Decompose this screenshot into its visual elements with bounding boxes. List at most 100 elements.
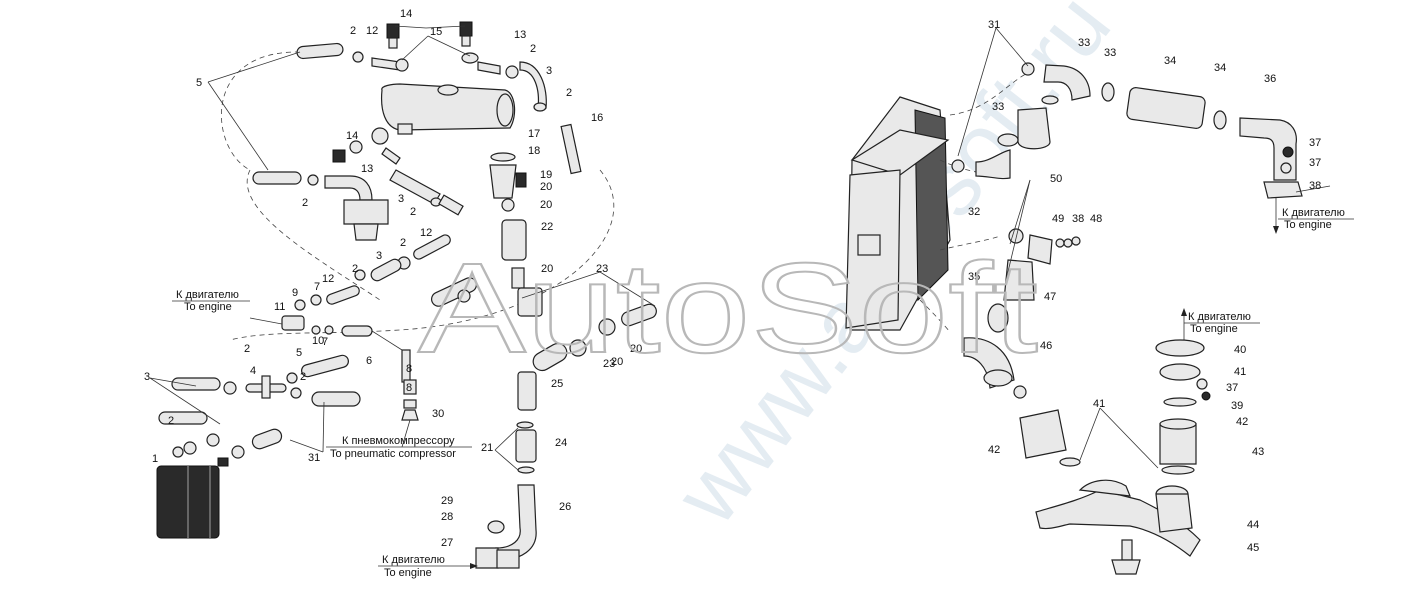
destination-en: To engine xyxy=(1190,323,1238,335)
callout-number: 48 xyxy=(1090,213,1102,225)
watermark-text: AutoSoft xyxy=(418,237,1038,380)
callout-number: 25 xyxy=(551,378,563,390)
callout-number: 46 xyxy=(1040,340,1052,352)
destination-label: К пневмокомпрессору To pneumatic compres… xyxy=(326,419,472,460)
callout-number: 3 xyxy=(376,250,382,262)
callout-number: 7 xyxy=(314,281,320,293)
callout-number: 3 xyxy=(144,371,150,383)
callout-number: 32 xyxy=(968,206,980,218)
callout-number: 35 xyxy=(968,271,980,283)
destination-label: К двигателю To engine xyxy=(172,289,283,325)
callout-number: 34 xyxy=(1164,55,1176,67)
callout-number: 33 xyxy=(1104,47,1116,59)
callout-number: 12 xyxy=(420,227,432,239)
callout-number: 12 xyxy=(322,273,334,285)
callout-number: 13 xyxy=(361,163,373,175)
callout-number: 11 xyxy=(274,301,285,313)
callout-number: 31 xyxy=(988,19,1000,31)
callout-number: 9 xyxy=(292,287,298,299)
callout-number: 36 xyxy=(1264,73,1276,85)
callout-number: 42 xyxy=(1236,416,1248,428)
callout-number: 37 xyxy=(1309,157,1321,169)
callout-number: 38 xyxy=(1072,213,1084,225)
callout-number: 3 xyxy=(546,65,552,77)
callout-number: 40 xyxy=(1234,344,1246,356)
destination-ru: К пневмокомпрессору xyxy=(342,435,455,447)
destination-en: To engine xyxy=(384,567,432,579)
right-assembly xyxy=(845,62,1303,575)
callout-number: 23 xyxy=(596,263,608,275)
callout-number: 41 xyxy=(1234,366,1246,378)
callout-number: 33 xyxy=(1078,37,1090,49)
destination-label: К двигателю To engine xyxy=(1184,311,1260,335)
callout-number: 20 xyxy=(540,199,552,211)
callout-number: 41 xyxy=(1093,398,1105,410)
callout-number: 2 xyxy=(300,371,306,383)
callout-number: 2 xyxy=(410,206,416,218)
callout-number: 29 xyxy=(441,495,453,507)
callout-number: 2 xyxy=(244,343,250,355)
callout-number: 23 xyxy=(603,358,615,370)
callout-number: 38 xyxy=(1309,180,1321,192)
callout-number: 2 xyxy=(352,263,358,275)
callout-number: 2 xyxy=(350,25,356,37)
callout-number: 26 xyxy=(559,501,571,513)
callout-number: 30 xyxy=(432,408,444,420)
leader-lines xyxy=(149,25,1331,471)
destination-label: К двигателю To engine xyxy=(378,554,478,579)
callout-number: 16 xyxy=(591,112,603,124)
destination-en: To pneumatic compressor xyxy=(330,448,456,460)
destination-ru: К двигателю xyxy=(1188,311,1251,323)
destination-ru: К двигателю xyxy=(1282,207,1345,219)
callout-number: 22 xyxy=(541,221,553,233)
left-assembly xyxy=(156,21,657,569)
callout-number: 5 xyxy=(196,77,202,89)
callout-number: 37 xyxy=(1309,137,1321,149)
callout-number: 42 xyxy=(988,444,1000,456)
callout-number: 6 xyxy=(366,355,372,367)
callout-number: 8 xyxy=(406,363,412,375)
destination-label: К двигателю To engine xyxy=(1278,207,1354,231)
callout-number: 1 xyxy=(152,453,158,465)
callout-number: 19 xyxy=(540,169,552,181)
destination-en: To engine xyxy=(184,301,232,313)
callout-number: 15 xyxy=(430,26,442,38)
callout-number: 43 xyxy=(1252,446,1264,458)
callout-number: 33 xyxy=(992,101,1004,113)
callout-number: 20 xyxy=(540,181,552,193)
callout-number: 39 xyxy=(1231,400,1243,412)
callout-number: 2 xyxy=(566,87,572,99)
callout-number: 17 xyxy=(528,128,540,140)
callout-number: 14 xyxy=(346,130,358,142)
destination-en: To engine xyxy=(1284,219,1332,231)
callout-number: 4 xyxy=(250,365,256,377)
callout-number: 10 xyxy=(312,335,324,347)
callout-number: 21 xyxy=(481,442,493,454)
callout-number: 45 xyxy=(1247,542,1259,554)
callout-number: 28 xyxy=(441,511,453,523)
callout-number: 3 xyxy=(398,193,404,205)
destination-ru: К двигателю xyxy=(176,289,239,301)
callout-number: 13 xyxy=(514,29,526,41)
callout-number: 8 xyxy=(406,382,412,394)
callout-number: 2 xyxy=(530,43,536,55)
callout-number: 49 xyxy=(1052,213,1064,225)
callout-number: 18 xyxy=(528,145,540,157)
callout-number: 24 xyxy=(555,437,567,449)
callout-number: 44 xyxy=(1247,519,1259,531)
callout-number: 27 xyxy=(441,537,453,549)
callout-number: 2 xyxy=(168,415,174,427)
callout-number: 12 xyxy=(366,25,378,37)
callout-number: 34 xyxy=(1214,62,1226,74)
destination-labels: К двигателю To engine К двигателю To eng… xyxy=(172,207,1354,579)
callout-number: 47 xyxy=(1044,291,1056,303)
callout-number: 20 xyxy=(630,343,642,355)
callout-number: 20 xyxy=(611,356,623,368)
callout-number: 14 xyxy=(400,8,412,20)
callout-number: 5 xyxy=(296,347,302,359)
callout-number: 37 xyxy=(1226,382,1238,394)
callout-number: 50 xyxy=(1050,173,1062,185)
callout-number: 7 xyxy=(322,336,328,348)
